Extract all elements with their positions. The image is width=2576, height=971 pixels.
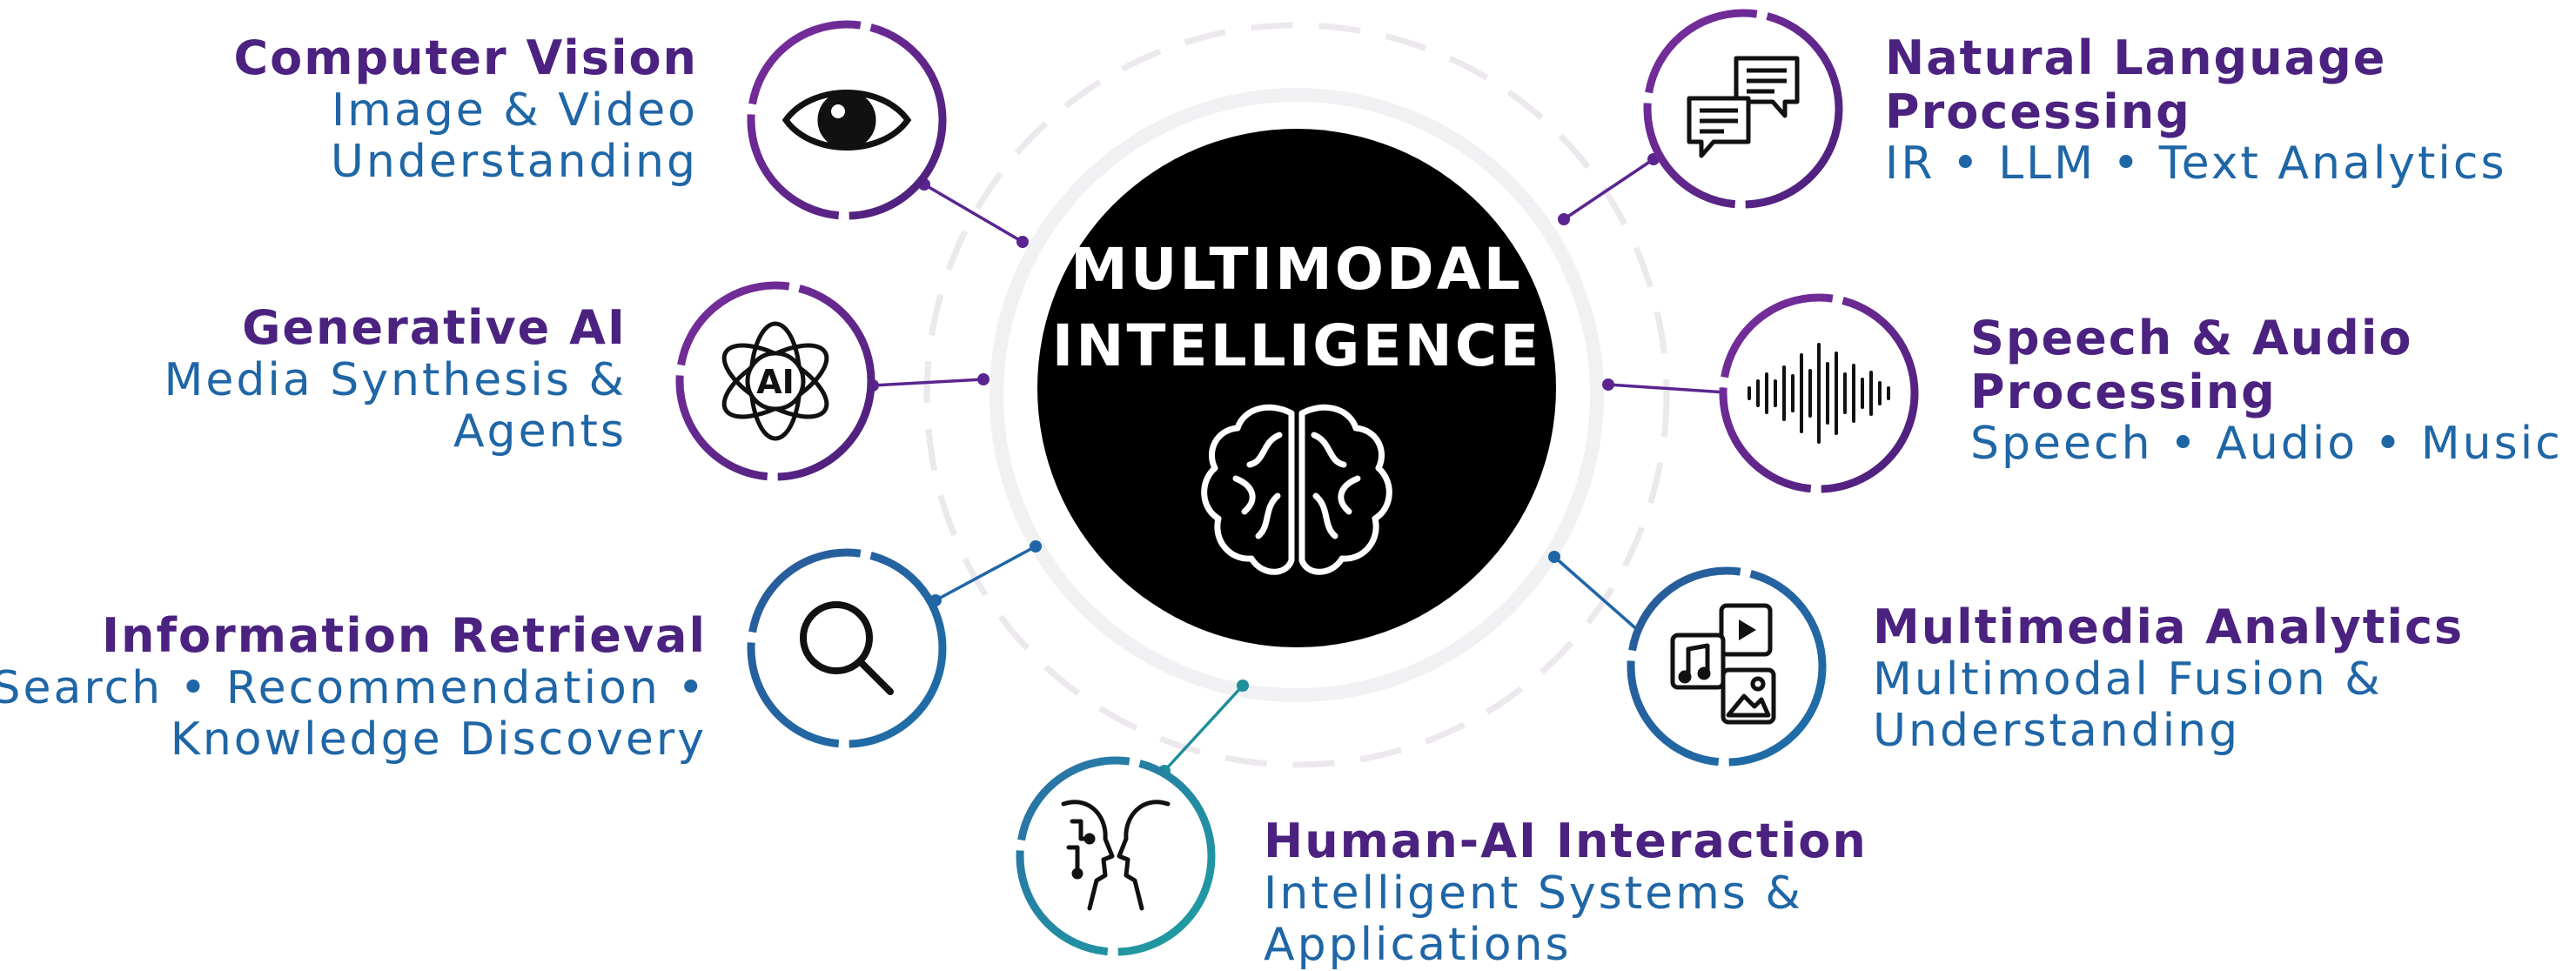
connector-speech — [1607, 383, 1727, 394]
inner-orbit-ring — [989, 88, 1604, 702]
nlp-sub1: IR • LLM • Text Analytics — [1885, 137, 2507, 191]
node-information-retrieval — [747, 548, 947, 748]
node-computer-vision — [747, 20, 947, 220]
information-retrieval-sub1: Search • Recommendation • — [0, 661, 707, 714]
outer-dashed-orbit — [923, 22, 1670, 768]
speech-title-line1: Speech & Audio — [1970, 311, 2413, 365]
node-ring — [1016, 756, 1216, 956]
generative-ai-title: Generative AI — [242, 300, 627, 355]
node-multimedia — [1627, 566, 1827, 767]
svg-text:AI: AI — [756, 363, 795, 401]
node-ring — [1627, 566, 1827, 767]
human-robot-faces-icon — [1061, 800, 1171, 911]
connector-nlp — [1563, 157, 1654, 221]
node-human-ai — [1016, 756, 1216, 956]
center-hub: MULTIMODAL INTELLIGENCE — [1037, 129, 1556, 647]
center-title-line1: MULTIMODAL — [1070, 236, 1523, 303]
label-multimedia: Multimedia Analytics Multimodal Fusion &… — [1873, 600, 2464, 757]
node-nlp — [1643, 9, 1843, 209]
label-generative-ai: Generative AI Media Synthesis & Agents — [164, 301, 627, 458]
speech-title-line2: Processing — [1970, 364, 2277, 419]
information-retrieval-title: Information Retrieval — [101, 608, 707, 663]
computer-vision-title: Computer Vision — [233, 30, 698, 85]
connector-dot — [1602, 378, 1614, 391]
node-generative-ai: AI — [675, 281, 875, 481]
connector-dot — [1030, 540, 1042, 552]
eye-icon — [782, 90, 912, 151]
computer-vision-sub1: Image & Video — [331, 84, 698, 137]
center-circle — [1037, 129, 1556, 647]
connector-computer-vision — [923, 183, 1023, 244]
connector-dot — [977, 373, 989, 385]
ai-atom-icon: AI — [721, 321, 829, 441]
nlp-title-line2: Processing — [1885, 84, 2191, 139]
information-retrieval-sub2: Knowledge Discovery — [170, 713, 707, 766]
human-ai-sub2: Applications — [1264, 918, 1572, 971]
human-ai-title: Human-AI Interaction — [1264, 814, 1868, 868]
media-files-icon — [1670, 603, 1776, 725]
multimedia-sub1: Multimodal Fusion & — [1873, 653, 2383, 706]
label-computer-vision: Computer Vision Image & Video Understand… — [233, 31, 698, 188]
generative-ai-sub2: Agents — [453, 405, 627, 458]
label-speech: Speech & Audio Processing Speech • Audio… — [1970, 311, 2563, 470]
label-information-retrieval: Information Retrieval Search • Recommend… — [0, 609, 707, 766]
sound-wave-icon — [1748, 343, 1890, 444]
connector-dot — [1548, 551, 1560, 563]
connector-information-retrieval — [935, 545, 1036, 602]
generative-ai-sub1: Media Synthesis & — [164, 353, 627, 406]
brain-icon — [1201, 404, 1392, 575]
human-ai-sub1: Intelligent Systems & — [1264, 867, 1803, 920]
connector-human-ai — [1163, 684, 1244, 773]
speech-sub1: Speech • Audio • Music — [1970, 418, 2563, 471]
connector-multimedia — [1553, 555, 1642, 634]
node-speech — [1719, 293, 1919, 493]
computer-vision-sub2: Understanding — [330, 135, 698, 188]
magnifier-icon — [800, 601, 894, 695]
multimedia-title: Multimedia Analytics — [1873, 599, 2465, 654]
connector-dot — [1237, 680, 1249, 692]
multimedia-sub2: Understanding — [1873, 704, 2241, 757]
connector-generative-ai — [872, 378, 984, 387]
center-title-line2: INTELLIGENCE — [1052, 312, 1542, 379]
connectors — [867, 153, 1732, 777]
node-ring — [747, 548, 947, 748]
label-nlp: Natural Language Processing IR • LLM • T… — [1885, 31, 2507, 190]
connector-dot — [1016, 236, 1029, 248]
label-human-ai: Human-AI Interaction Intelligent Systems… — [1264, 814, 1868, 971]
nlp-title-line1: Natural Language — [1885, 30, 2387, 85]
chat-bubbles-icon — [1687, 56, 1800, 158]
connector-dot — [1558, 213, 1570, 225]
